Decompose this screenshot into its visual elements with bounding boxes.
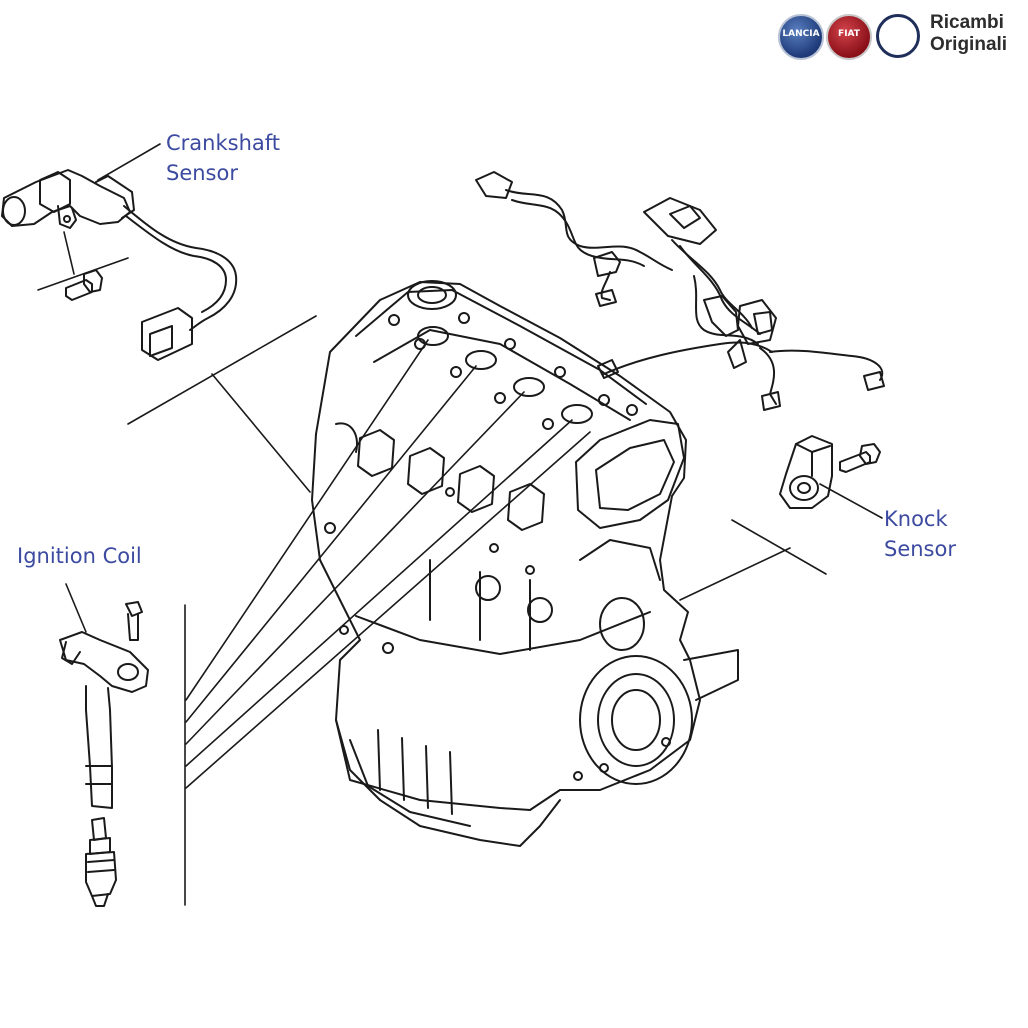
- ignition-coil-bolt: [125, 601, 143, 641]
- crankshaft-sensor-bolt: [65, 269, 103, 301]
- crankshaft-sensor-label: Crankshaft Sensor: [166, 131, 281, 185]
- brand-line-2: Originali: [930, 34, 1008, 55]
- knock-sensor: [779, 435, 833, 509]
- knock-sensor-label: Knock Sensor: [884, 507, 956, 561]
- ignition-coil: [59, 631, 149, 809]
- brand-line-1: Ricambi: [930, 12, 1004, 33]
- ignition-coil-label: Ignition Coil: [17, 544, 142, 568]
- engine-block: [311, 280, 739, 847]
- brand-text: Ricambi Originali: [930, 12, 1007, 56]
- knock-sensor-bolt: [839, 443, 881, 473]
- crankshaft-sensor: [1, 169, 238, 361]
- fiat-badge: FIAT: [826, 14, 872, 60]
- leader-lines: [37, 143, 883, 906]
- wiring-harness: [475, 171, 885, 411]
- spark-plug: [85, 817, 117, 907]
- lancia-badge: LANCIA: [778, 14, 824, 60]
- alfa-romeo-badge: [876, 14, 920, 58]
